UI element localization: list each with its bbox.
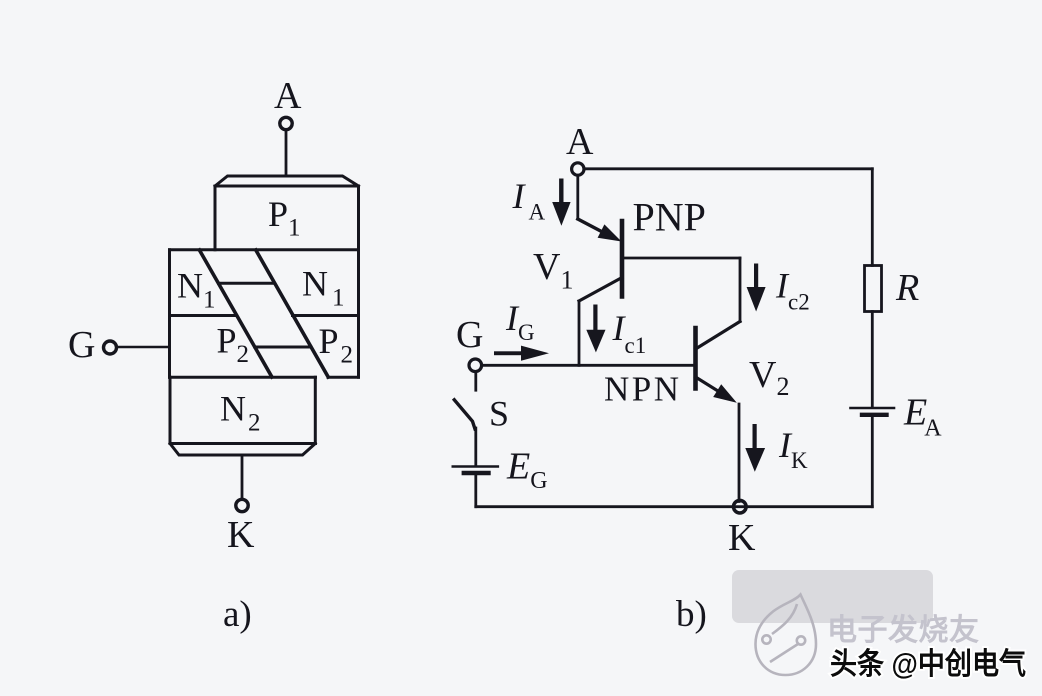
svg-text:A: A — [274, 75, 302, 117]
svg-text:EG: EG — [506, 446, 548, 495]
svg-text:头条 @中创电气: 头条 @中创电气 — [830, 648, 1026, 681]
svg-text:S: S — [489, 394, 509, 434]
svg-text:K: K — [227, 514, 255, 556]
svg-text:PNP: PNP — [633, 195, 706, 240]
svg-text:G: G — [68, 324, 95, 366]
svg-text:NPN: NPN — [604, 370, 682, 409]
svg-text:IG: IG — [505, 298, 535, 345]
svg-text:K: K — [728, 517, 756, 559]
svg-text:R: R — [895, 267, 919, 309]
svg-text:a): a) — [223, 594, 252, 635]
svg-text:电子发烧友: 电子发烧友 — [827, 614, 980, 647]
svg-text:A: A — [566, 121, 594, 163]
svg-text:G: G — [456, 314, 483, 356]
svg-text:b): b) — [676, 594, 707, 635]
